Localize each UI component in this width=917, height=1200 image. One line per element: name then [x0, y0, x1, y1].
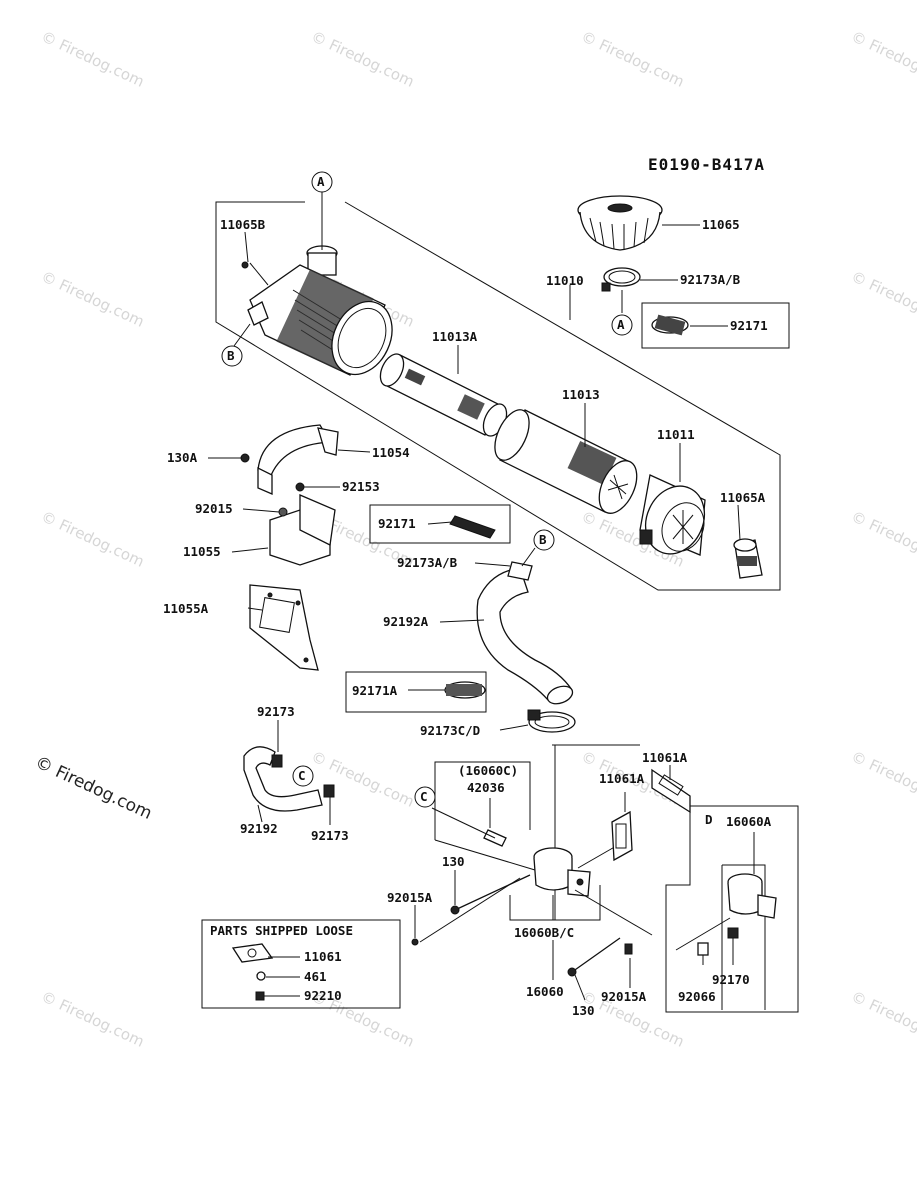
label-130A: 130A	[167, 450, 198, 465]
label-11055A: 11055A	[163, 601, 209, 616]
label-92171-mid: 92171	[378, 516, 416, 531]
label-16060: 16060	[526, 984, 564, 999]
label-16060BC: 16060B/C	[514, 925, 574, 940]
label-11065: 11065	[702, 217, 740, 232]
label-92192: 92192	[240, 821, 278, 836]
watermark-text: © Firedog.com	[38, 507, 147, 570]
watermark-text: © Firedog.com	[38, 987, 147, 1050]
watermark-text: © Firedog.com	[308, 27, 417, 90]
bracket-strap-part	[208, 424, 371, 495]
label-92173AB-mid: 92173A/B	[397, 555, 458, 570]
label-92015A-b: 92015A	[601, 989, 647, 1004]
watermark-text: © Firedog.com	[578, 27, 687, 90]
label-11055: 11055	[183, 544, 221, 559]
label-parts-shipped-loose: PARTS SHIPPED LOOSE	[210, 923, 353, 938]
label-92173CD: 92173C/D	[420, 723, 480, 738]
label-130-b: 130	[572, 1003, 595, 1018]
label-11065B: 11065B	[220, 217, 266, 232]
label-92015A-a: 92015A	[387, 890, 433, 905]
bolt-130b-part	[567, 937, 633, 1001]
callout-c-label: C	[298, 768, 306, 783]
clamp-92173CD-part	[499, 709, 576, 733]
label-16060C: (16060C)	[458, 763, 518, 778]
label-92015: 92015	[195, 501, 233, 516]
diagram-code: E0190-B417A	[648, 155, 765, 174]
label-11065A: 11065A	[720, 490, 766, 505]
bolt-130-part	[411, 870, 531, 946]
label-42036: 42036	[467, 780, 505, 795]
label-92192A: 92192A	[383, 614, 429, 629]
clamp-box-top	[641, 302, 790, 349]
callout-a-label: A	[317, 174, 325, 189]
box-16060A	[665, 805, 799, 1013]
watermark-text: © Firedog.com	[38, 27, 147, 90]
air-cleaner-group-outline	[215, 201, 781, 591]
label-92066: 92066	[678, 989, 716, 1004]
valve-part	[733, 538, 763, 579]
callout-c-intake: C	[414, 786, 436, 808]
precleaner-cap-part	[577, 195, 700, 251]
label-461: 461	[304, 969, 327, 984]
label-11010: 11010	[546, 273, 584, 288]
label-92153: 92153	[342, 479, 380, 494]
callout-a-right: A	[611, 314, 633, 336]
gasket-11061A-part	[611, 765, 691, 862]
label-92171: 92171	[730, 318, 768, 333]
label-11061A-b: 11061A	[599, 771, 645, 786]
watermark-text: © Firedog.com	[848, 267, 917, 330]
watermark-layer: © Firedog.com © Firedog.com © Firedog.co…	[32, 27, 917, 1050]
label-11061: 11061	[304, 949, 342, 964]
outer-element-part	[494, 409, 638, 514]
intake-group-outline	[434, 744, 640, 921]
clamp-top-part	[601, 267, 678, 292]
label-130-a: 130	[442, 854, 465, 869]
watermark-text: © Firedog.com	[308, 747, 417, 810]
cover-part	[639, 474, 706, 556]
watermark-text: © Firedog.com	[848, 987, 917, 1050]
label-11011: 11011	[657, 427, 695, 442]
label-92210: 92210	[304, 988, 342, 1003]
label-92171A: 92171A	[352, 683, 398, 698]
watermark-text: © Firedog.com	[848, 507, 917, 570]
label-11061A-a: 11061A	[642, 750, 688, 765]
watermark-text: © Firedog.com	[848, 27, 917, 90]
callout-c-label: C	[420, 789, 428, 804]
label-11054: 11054	[372, 445, 410, 460]
hose-92192A-part	[439, 547, 574, 705]
label-92173-a: 92173	[257, 704, 295, 719]
bracket-11055A-part	[247, 584, 319, 671]
bracket-11055-part	[231, 482, 340, 566]
watermark-text: © Firedog.com	[38, 267, 147, 330]
hose-92192-part	[243, 720, 335, 825]
inner-element-part	[379, 353, 508, 437]
callout-a-label: A	[617, 317, 625, 332]
label-16060A: 16060A	[726, 814, 772, 829]
callout-b-mid: B	[533, 529, 555, 551]
leader-lines	[233, 192, 741, 980]
callout-b-left: B	[221, 345, 243, 367]
label-92170: 92170	[712, 972, 750, 987]
label-92173AB: 92173A/B	[680, 272, 741, 287]
callout-c-hose: C	[292, 765, 314, 787]
pin-42036-part	[431, 798, 507, 847]
intake-elbow-part	[434, 839, 653, 936]
label-11013A: 11013A	[432, 329, 478, 344]
parts-shipped-loose-box	[201, 919, 401, 1009]
watermark-main: © Firedog.com	[32, 752, 155, 824]
label-92173-b: 92173	[311, 828, 349, 843]
clamp-box-92171A	[345, 671, 487, 713]
clamp-box-mid	[369, 504, 511, 544]
callout-a-top: A	[311, 171, 333, 193]
part-labels: 11065B 11065 92173A/B 11010 92171 11013A…	[163, 217, 772, 1018]
callout-b-label: B	[539, 532, 547, 547]
air-cleaner-body-part	[241, 245, 393, 376]
label-11013: 11013	[562, 387, 600, 402]
callout-d-label: D	[705, 812, 713, 827]
callout-b-label: B	[227, 348, 235, 363]
watermark-text: © Firedog.com	[848, 747, 917, 810]
